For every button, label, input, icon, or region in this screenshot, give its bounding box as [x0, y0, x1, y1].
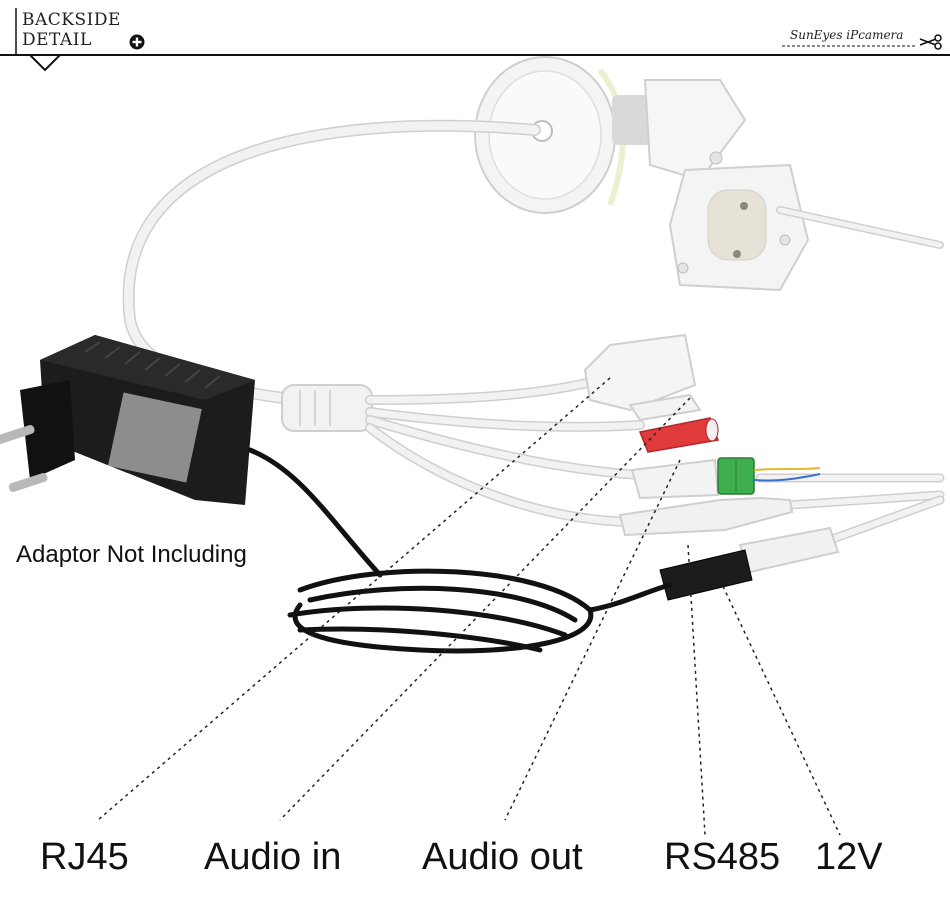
section-title-line1: BACKSIDE: [22, 10, 121, 30]
adapter-cord: [247, 447, 673, 654]
section-title-line2: DETAIL: [22, 30, 92, 50]
audio-in-connector: [628, 393, 702, 422]
label-12v: 12V: [815, 836, 883, 878]
label-audio-in: Audio in: [204, 836, 342, 878]
plus-icon: [129, 34, 145, 50]
leader-lines: [97, 377, 841, 836]
brand-name: SunEyes iPcamera: [790, 28, 904, 42]
header: BACKSIDE DETAIL SunEyes iPcamera: [0, 0, 950, 70]
section-title: BACKSIDE DETAIL: [22, 10, 121, 50]
label-audio-out: Audio out: [422, 836, 583, 878]
label-rj45: RJ45: [40, 836, 129, 878]
adapter-note: Adaptor Not Including: [16, 541, 247, 568]
branch-cables: [365, 375, 945, 545]
label-rs485: RS485: [664, 836, 781, 878]
cable-splitter: [281, 384, 373, 432]
dc-12v-connector: [618, 496, 840, 601]
rs485-connector: [630, 457, 821, 500]
header-rule: [0, 8, 950, 72]
rj45-connector: [583, 333, 697, 412]
scissors-icon: [919, 34, 942, 50]
camera: [474, 56, 810, 292]
audio-out-connector: [638, 417, 720, 453]
power-adapter: [0, 335, 255, 505]
